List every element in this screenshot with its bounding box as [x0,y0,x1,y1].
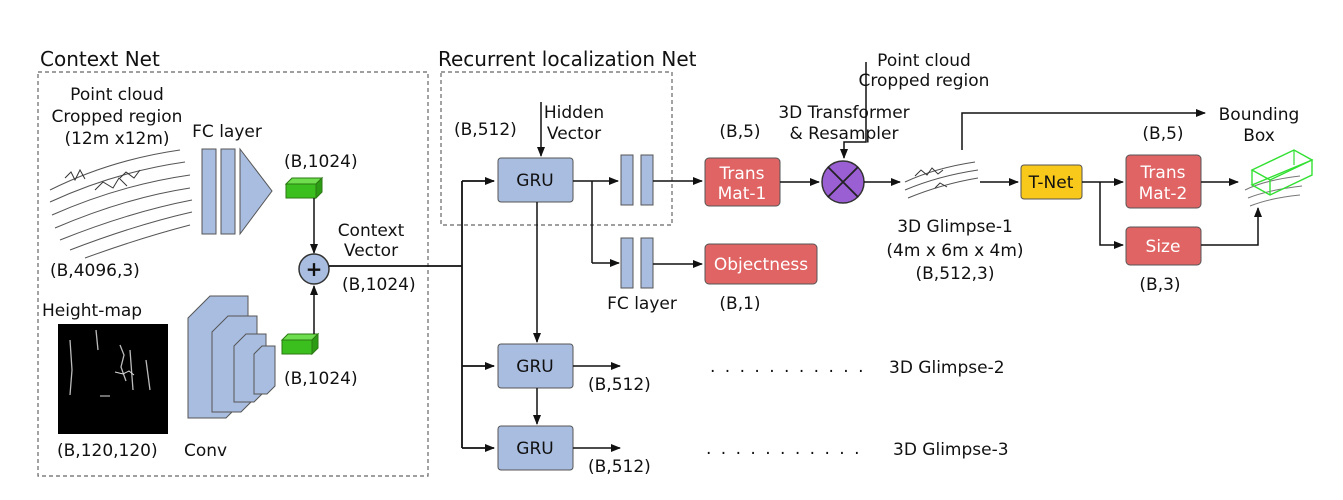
glimpse-3-label: 3D Glimpse-3 [893,440,1009,460]
glimpse-1-size: (4m x 6m x 4m) [886,241,1023,261]
pc-label-1: Point cloud [70,85,164,105]
conv-blocks [187,295,276,419]
gru-1-label: GRU [516,171,553,191]
transformer-label-1: 3D Transformer [778,103,909,123]
objectness-label: Objectness [714,255,808,275]
gru-2-label: GRU [516,357,553,377]
glimpse-2-label: 3D Glimpse-2 [889,358,1005,378]
size-box [1125,226,1202,266]
height-map-shape-label: (B,120,120) [57,441,158,461]
fc-triangle [239,147,273,236]
recurrent-net-frame [440,71,673,226]
gru-2-output-shape: (B,512) [588,375,651,395]
objectness-box [704,243,818,285]
hidden-shape-label: (B,512) [454,120,517,140]
objectness-shape-label: (B,1) [719,294,760,314]
hidden-vector-label-1: Hidden [544,103,604,123]
gru-1-box [497,157,574,203]
conv-output-shape: (B,1024) [284,369,358,389]
pc-top-label-1: Point cloud [877,51,971,71]
trans-mat-2-label-1: Trans [1140,163,1186,183]
trans-mat-1-label-2: Mat-1 [718,184,767,204]
context-net-title: Context Net [40,47,160,71]
ellipsis-2: . . . . . . . . . . . [710,357,865,377]
glimpse-point-cloud-icon [904,161,979,199]
feature-block-top [284,176,324,200]
hidden-vector-label-2: Vector [547,124,601,144]
height-map-label: Height-map [42,301,142,321]
glimpse-1-label: 3D Glimpse-1 [897,217,1013,237]
trans2-shape-label: (B,5) [1142,124,1183,144]
bbox-label-2: Box [1243,126,1275,146]
input-shape-label: (B,4096,3) [50,261,140,281]
fc-layer-label: FC layer [192,122,262,142]
size-shape-label: (B,3) [1139,275,1180,295]
gru-3-output-shape: (B,512) [588,457,651,477]
trans-mat-2-label-2: Mat-2 [1139,184,1188,204]
conv-label: Conv [184,441,227,461]
trans1-shape-label: (B,5) [719,122,760,142]
fc-bar-4 [640,154,654,206]
concat-plus-node [298,253,330,285]
fc-bar-1 [201,148,217,235]
context-vector-label-2: Vector [344,241,398,261]
fc-bar-6 [640,237,654,289]
fc-bar-3 [620,154,634,206]
size-label: Size [1146,237,1181,257]
t-net-label: T-Net [1028,173,1074,193]
transformer-label-2: & Resampler [790,124,899,144]
gru-3-label: GRU [516,439,553,459]
fc-output-shape: (B,1024) [284,152,358,172]
multiply-icon [827,166,859,198]
context-vector-label-1: Context [338,221,405,241]
ellipsis-3: . . . . . . . . . . . [706,439,861,459]
bbox-label-1: Bounding [1219,105,1300,125]
fc-layer-label-2: FC layer [607,294,677,314]
context-net-frame [37,71,429,477]
pc-label-3: (12m x12m) [64,129,169,149]
feature-block-bottom [280,332,320,356]
pc-top-label-2: Cropped region [859,71,990,91]
bounding-box-icon [1244,149,1314,207]
recurrent-net-title: Recurrent localization Net [438,47,697,71]
point-cloud-icon [49,149,193,259]
height-map-icon [58,324,168,434]
fc-bar-2 [220,148,236,235]
trans-mat-1-label-1: Trans [719,164,765,184]
context-vector-shape: (B,1024) [342,275,416,295]
plus-glyph: + [306,257,323,281]
pc-label-2: Cropped region [52,107,183,127]
glimpse-1-shape: (B,512,3) [916,264,995,284]
fc-bar-5 [620,237,634,289]
